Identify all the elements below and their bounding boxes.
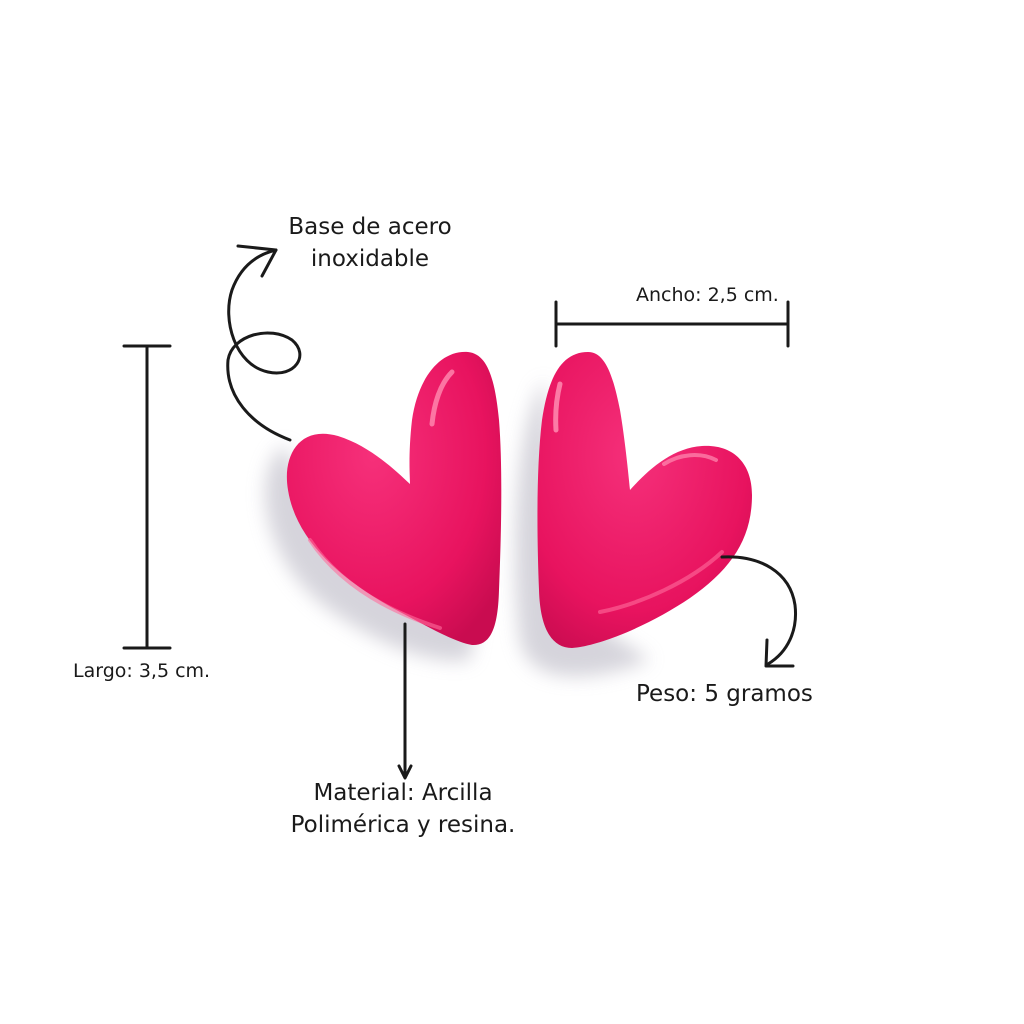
left-heart-earring (286, 351, 502, 646)
height-label: Largo: 3,5 cm. (73, 660, 211, 682)
left-heart-highlight (429, 369, 455, 427)
right-heart-highlight-lobe (662, 453, 718, 466)
material-label: Material: Arcilla Polimérica y resina. (250, 777, 556, 841)
base-label-line2: inoxidable (310, 246, 430, 273)
height-dimension-line (122, 344, 172, 650)
weight-arrow (720, 555, 798, 668)
right-heart-earring (537, 352, 752, 648)
width-label: Ancho: 2,5 cm. (636, 284, 779, 306)
material-label-line2: Polimérica y resina. (290, 812, 516, 839)
material-label-line1: Material: Arcilla (313, 780, 493, 806)
base-material-label: Base de acero inoxidable (260, 211, 480, 275)
right-heart-highlight (553, 381, 563, 433)
material-arrow (397, 622, 413, 780)
left-heart-highlight-lower (308, 538, 442, 630)
right-heart-highlight-lower (598, 550, 724, 614)
weight-label: Peso: 5 gramos (636, 681, 813, 707)
base-label-line1: Base de acero (288, 214, 452, 240)
width-dimension-line (554, 300, 790, 348)
base-arrow (226, 244, 302, 442)
